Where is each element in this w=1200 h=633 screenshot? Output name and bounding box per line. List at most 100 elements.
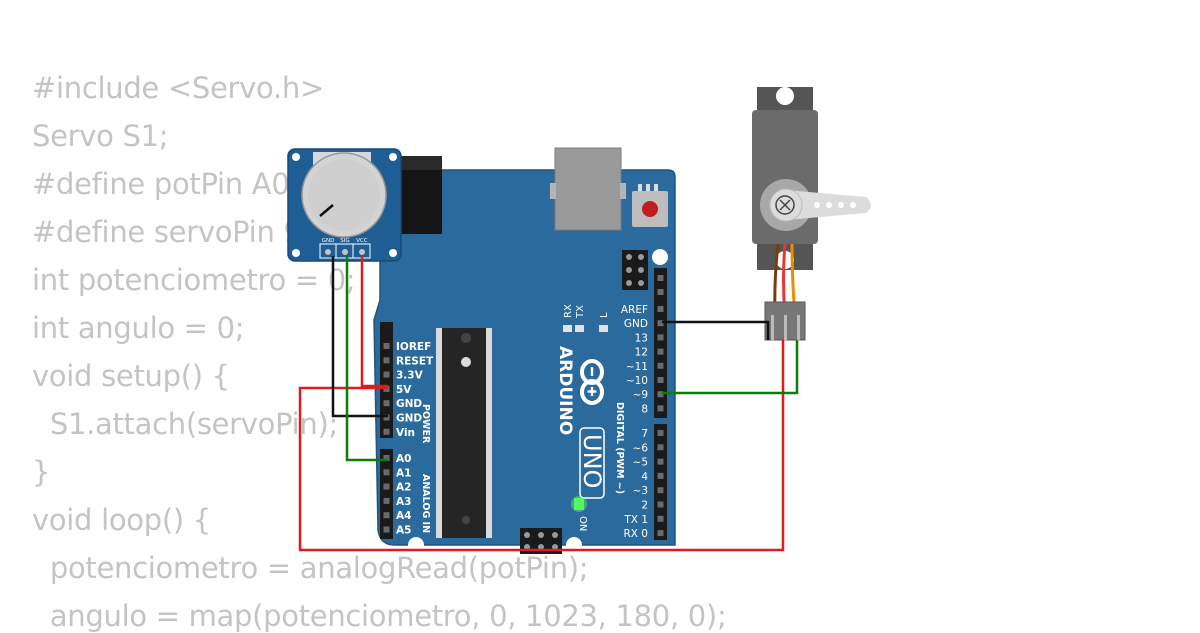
header-pin-socket[interactable] xyxy=(657,377,664,383)
power-pin-label: RESET xyxy=(396,355,434,367)
power-header xyxy=(380,322,393,438)
header-pin-socket[interactable] xyxy=(383,512,390,519)
potentiometer-pin-label: GND xyxy=(322,238,335,244)
header-pin-socket[interactable] xyxy=(657,320,664,327)
analog-pin-label: A4 xyxy=(396,510,411,522)
header-pin-socket[interactable] xyxy=(657,515,664,522)
wire-pin9-servo-signal xyxy=(662,340,799,395)
header-pin-socket[interactable] xyxy=(657,334,664,341)
analog-header xyxy=(380,449,393,539)
code-line: #include <Servo.h> xyxy=(32,71,324,105)
usb-port xyxy=(554,147,622,231)
header-pin-socket[interactable] xyxy=(383,497,390,504)
servo-motor[interactable] xyxy=(752,87,871,341)
model-label: UNO xyxy=(578,434,606,488)
tx-rx-labels: TX RX L xyxy=(563,304,610,319)
header-pin-socket[interactable] xyxy=(657,472,664,479)
digital-pin-label: ~11 xyxy=(626,361,648,373)
code-line: void loop() { xyxy=(32,503,211,537)
code-line: int angulo = 0; xyxy=(32,311,245,345)
power-header-label: POWER xyxy=(420,404,431,444)
code-line: #define potPin A0 xyxy=(32,167,290,201)
digital-pin-label: RX 0 xyxy=(623,528,648,540)
digital-pin-label: ~5 xyxy=(633,457,648,469)
servo-horn[interactable] xyxy=(769,188,871,222)
header-pin-socket[interactable] xyxy=(657,458,664,465)
code-line: angulo = map(potenciometro, 0, 1023, 180… xyxy=(32,599,727,633)
digital-pin-label: 4 xyxy=(641,471,648,483)
header-pin-socket[interactable] xyxy=(657,405,664,412)
header-pin-socket[interactable] xyxy=(383,357,390,364)
digital-pin-label: ~3 xyxy=(633,485,648,497)
code-line: potenciometro = analogRead(potPin); xyxy=(32,551,589,585)
digital-pin-label: 12 xyxy=(635,347,648,359)
header-pin-socket[interactable] xyxy=(657,530,664,537)
code-line: S1.attach(servoPin); xyxy=(32,407,338,441)
header-pin-socket[interactable] xyxy=(383,469,390,476)
header-pin-socket[interactable] xyxy=(657,348,664,355)
power-pin-label: Vin xyxy=(396,427,415,439)
digital-pin-label: AREF xyxy=(621,304,648,316)
header-pin-socket[interactable] xyxy=(657,487,664,494)
code-line: void setup() { xyxy=(32,359,230,393)
code-line: Servo S1; xyxy=(32,119,169,153)
rx-label: RX xyxy=(563,304,574,318)
power-pin-label: IOREF xyxy=(396,341,431,353)
potentiometer-module[interactable]: GND SIG VCC xyxy=(287,148,402,262)
header-pin-socket[interactable] xyxy=(657,501,664,508)
header-pin-socket[interactable] xyxy=(383,414,390,421)
analog-pin-label: A2 xyxy=(396,482,411,494)
digital-pin-label: TX 1 xyxy=(623,514,648,526)
digital-pin-label: 7 xyxy=(641,428,648,440)
on-label: ON xyxy=(577,516,588,531)
digital-header-label: DIGITAL (PWM ~) xyxy=(614,402,625,494)
header-pin-socket[interactable] xyxy=(657,306,664,312)
digital-pin-label: 2 xyxy=(641,500,648,512)
header-pin-socket[interactable] xyxy=(657,430,664,436)
digital-pin-label: ~6 xyxy=(633,442,649,454)
analog-pin-label: A5 xyxy=(396,525,411,537)
header-pin-socket[interactable] xyxy=(383,455,390,461)
header-pin-socket[interactable] xyxy=(383,483,390,490)
header-pin-socket[interactable] xyxy=(657,275,664,281)
uno-badge: UNO xyxy=(578,427,606,499)
header-pin-socket[interactable] xyxy=(383,526,390,533)
header-pin-socket[interactable] xyxy=(657,444,664,451)
digital-pin-label: 8 xyxy=(641,403,648,415)
power-pin-label: 5V xyxy=(396,384,412,396)
potentiometer-pin-label: VCC xyxy=(356,238,368,244)
arduino-uno-board[interactable]: TX RX L ARDUINO UNO ON IOREF RESET 3.3V 5V G… xyxy=(373,147,676,554)
analog-header-label: ANALOG IN xyxy=(420,474,431,533)
analog-pin-label: A1 xyxy=(396,467,411,479)
header-pin-socket[interactable] xyxy=(383,371,390,378)
header-pin-socket[interactable] xyxy=(383,428,390,435)
digital-pin-label: 13 xyxy=(635,332,648,344)
analog-pin-label: A3 xyxy=(396,496,411,508)
digital-pin-label: ~10 xyxy=(626,375,648,387)
header-pin-socket[interactable] xyxy=(657,391,664,398)
brand-label: ARDUINO xyxy=(555,346,575,435)
l-label: L xyxy=(599,312,610,318)
microcontroller-chip xyxy=(436,328,492,538)
power-pin-label: GND xyxy=(396,413,422,425)
digital-header-bottom xyxy=(654,424,667,540)
header-pin-socket[interactable] xyxy=(383,343,390,349)
header-pin-socket[interactable] xyxy=(657,289,664,295)
wire-pot-vcc-5v xyxy=(360,256,388,388)
reset-button[interactable] xyxy=(632,184,668,227)
header-pin-socket[interactable] xyxy=(657,362,664,369)
wire-gnd-servo xyxy=(662,320,770,340)
header-pin-socket[interactable] xyxy=(383,400,390,407)
digital-pin-label: ~9 xyxy=(633,389,648,401)
arduino-logo: ARDUINO xyxy=(555,346,604,435)
power-pin-label: GND xyxy=(396,398,422,410)
analog-pin-label: A0 xyxy=(396,453,411,465)
wire-pot-gnd xyxy=(331,256,388,418)
code-line: #define servoPin 9 xyxy=(32,215,302,249)
digital-header-top xyxy=(654,268,667,418)
wires xyxy=(298,256,799,552)
power-pin-label: 3.3V xyxy=(396,370,424,382)
on-led xyxy=(574,498,584,510)
potentiometer-pin-label: SIG xyxy=(340,238,349,244)
